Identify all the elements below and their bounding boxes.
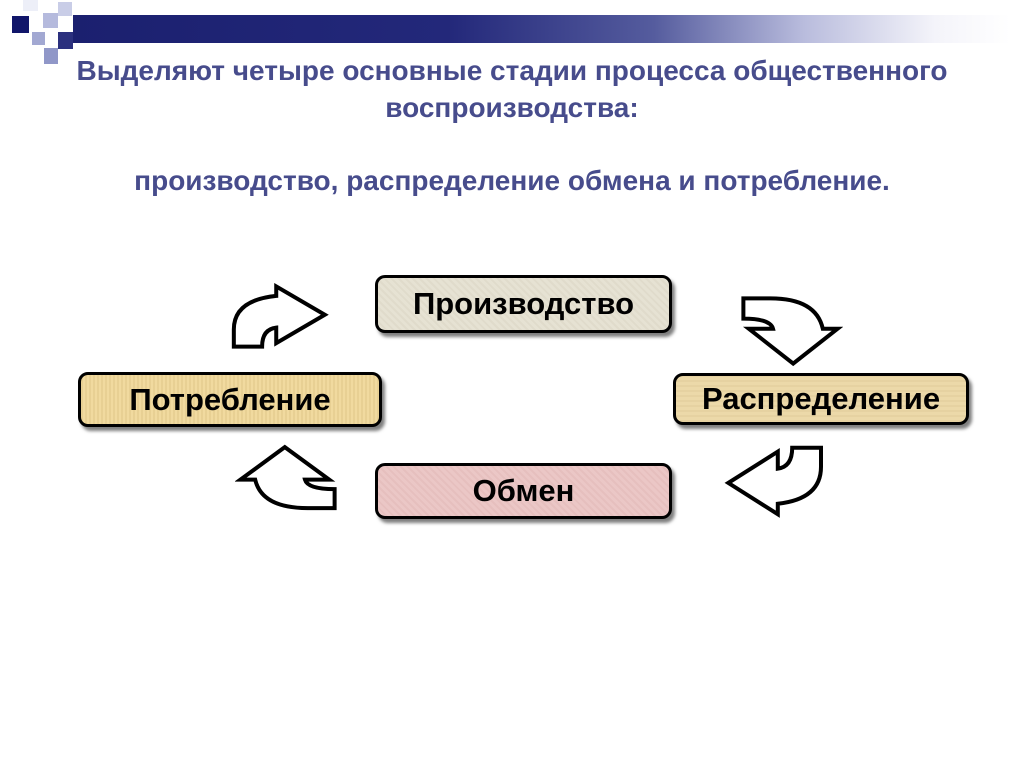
pixel-square [43,13,58,28]
node-distribution-label: Распределение [701,381,941,416]
curved-arrow-left-icon [722,444,830,518]
node-exchange-label: Обмен [472,473,575,508]
curved-arrow-right-icon [225,283,331,350]
pixel-square [44,48,58,64]
curved-arrow-up-icon [235,443,340,514]
slide-title: Выделяют четыре основные стадии процесса… [40,52,984,199]
pixel-square [32,32,45,45]
node-consumption-label: Потребление [129,381,331,417]
pixel-square [23,0,38,11]
node-production-label: Производство [412,286,635,321]
pixel-square [58,32,73,49]
curved-arrow-down-icon [738,292,843,368]
node-exchange: Обмен [375,463,672,519]
top-gradient-bar [73,15,1010,43]
pixel-square [12,16,29,33]
node-production: Производство [375,275,672,333]
node-distribution: Распределение [673,373,969,425]
pixel-square [58,2,72,16]
title-paragraph-2: производство, распределение обмена и пот… [134,165,890,196]
title-paragraph-1: Выделяют четыре основные стадии процесса… [76,55,948,123]
node-consumption: Потребление [78,372,382,427]
